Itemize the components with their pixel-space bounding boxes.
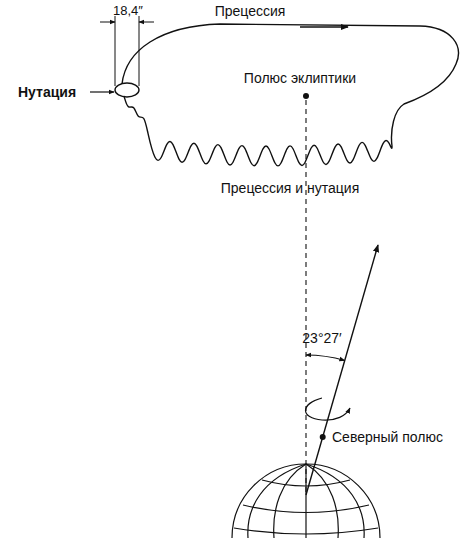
- nutation-pointer: [90, 91, 114, 92]
- dimension-arrow: [100, 22, 115, 23]
- nutation-label: Нутация: [18, 84, 76, 100]
- precession-curve: [122, 24, 458, 146]
- precession-nutation-label: Прецессия и нутация: [221, 180, 359, 196]
- rotation-axis: [306, 245, 378, 495]
- precession-nutation-curve: [124, 96, 392, 166]
- angle-label: 23°27′: [302, 330, 341, 346]
- north-pole-label: Северный полюс: [332, 429, 443, 445]
- dimension-label: 18,4″: [113, 3, 143, 19]
- ecliptic-pole-label: Полюс эклиптики: [244, 70, 356, 86]
- nutation-ellipse: [115, 83, 139, 97]
- dimension-line: [115, 16, 139, 86]
- ecliptic-pole-dot: [303, 93, 309, 99]
- angle-arc: [306, 355, 345, 361]
- precession-arrow: [300, 26, 348, 27]
- rotation-arrow: [306, 398, 351, 420]
- dimension-arrow: [139, 22, 154, 23]
- north-pole-dot: [320, 434, 326, 440]
- precession-label: Прецессия: [215, 3, 286, 19]
- earth-globe: [232, 464, 380, 538]
